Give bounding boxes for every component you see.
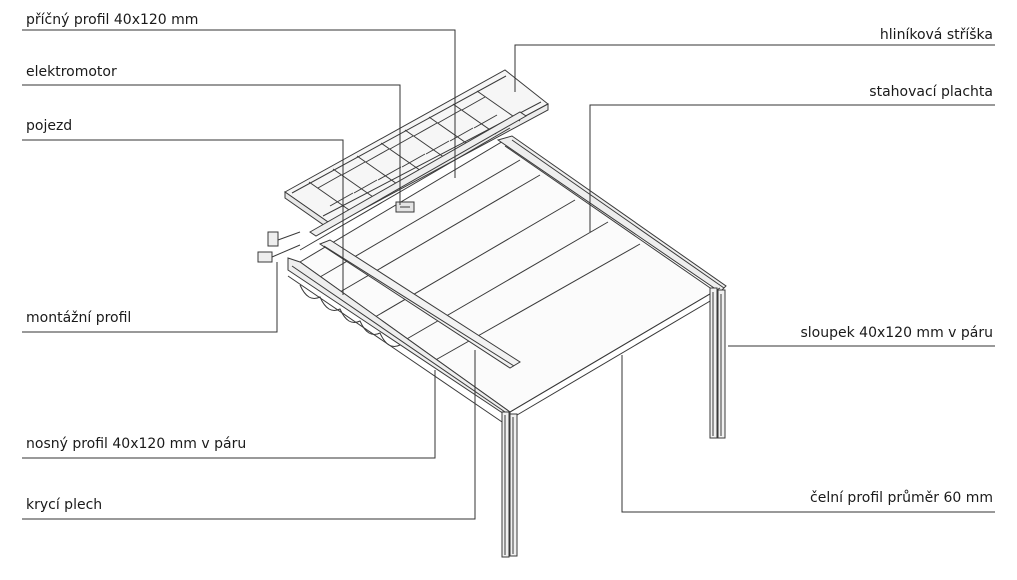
bearing-profile-right (496, 135, 727, 293)
leader-cross-profile (22, 29, 456, 178)
post-front (501, 411, 518, 558)
label-bearing-profile: nosný profil 40x120 mm v páru (26, 436, 247, 452)
leader-lines (22, 29, 995, 520)
leader-cover-sheet (22, 350, 476, 520)
label-motor: elektromotor (26, 64, 117, 80)
front-profile (509, 287, 723, 419)
leader-mount-profile (22, 262, 278, 333)
label-cover-sheet: krycí plech (26, 497, 103, 513)
bearing-profile-left (287, 257, 511, 425)
post-back (709, 287, 726, 439)
leader-motor (22, 84, 401, 205)
leader-bearing-profile (22, 370, 436, 459)
leader-awning (589, 104, 995, 232)
motor (395, 201, 415, 213)
cross-profile (299, 111, 527, 251)
leader-carriage (22, 139, 344, 295)
carriage-bar (318, 239, 521, 369)
label-roof: hliníková stříška (879, 27, 993, 43)
label-awning: stahovací plachta (869, 84, 993, 100)
label-post: sloupek 40x120 mm v páru (800, 325, 993, 341)
mount-profile (257, 231, 301, 263)
label-mount-profile: montážní profil (26, 310, 132, 326)
label-cross-profile: příčný profil 40x120 mm (26, 12, 199, 28)
label-carriage: pojezd (26, 118, 73, 134)
leader-front-profile (621, 355, 995, 513)
leader-roof (514, 44, 995, 92)
label-front-profile: čelní profil průměr 60 mm (810, 490, 993, 506)
